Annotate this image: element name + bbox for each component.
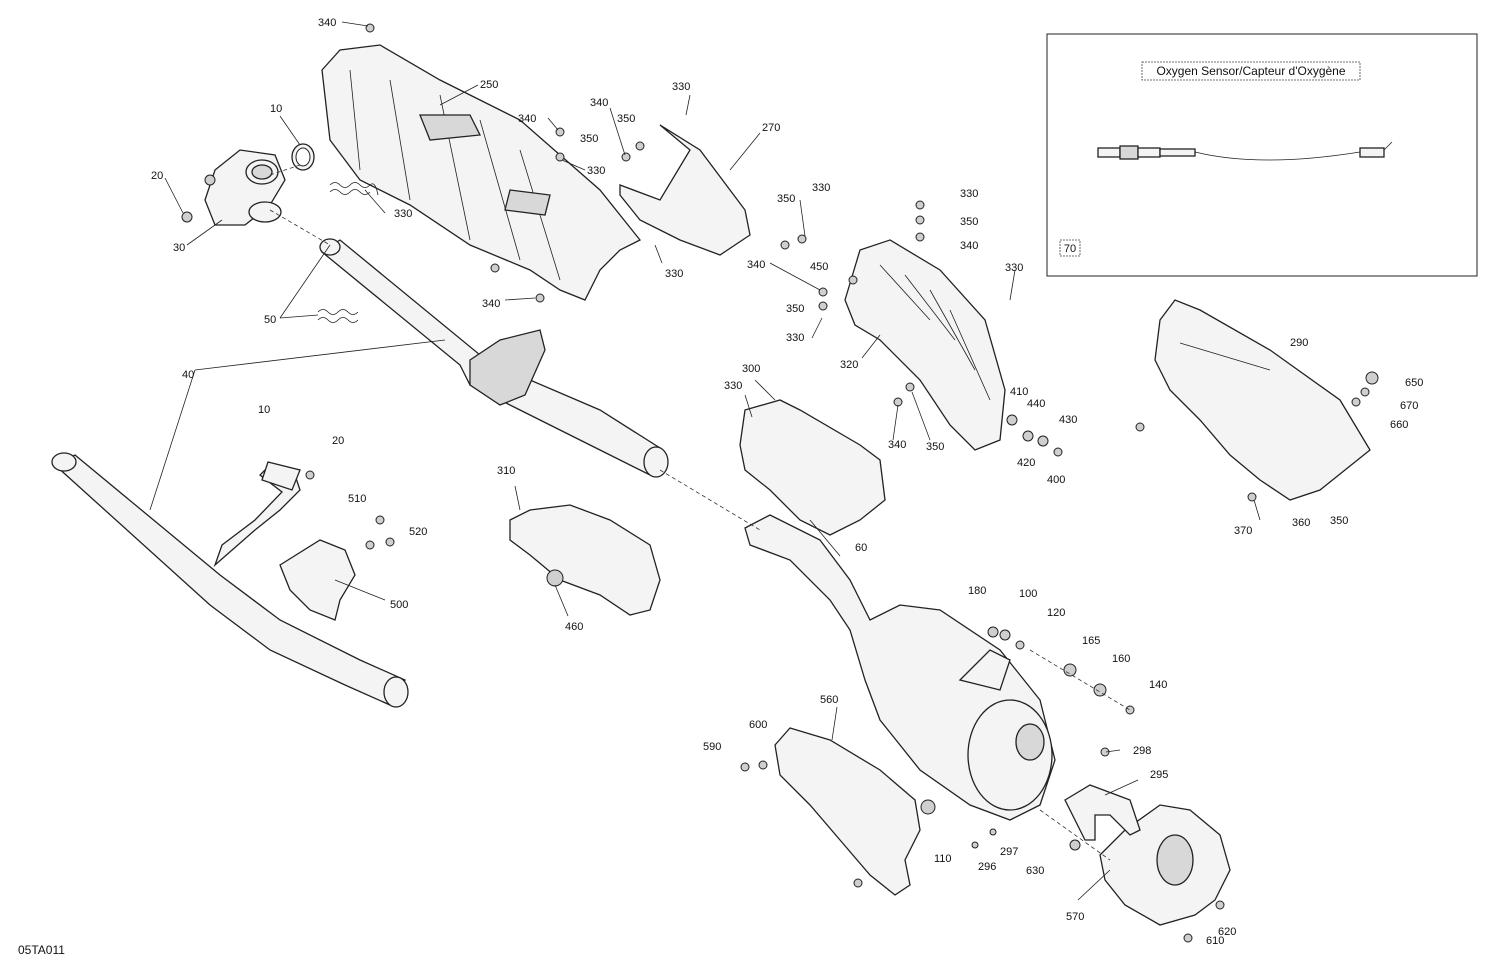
callout-670: 670: [1400, 400, 1418, 412]
leader-lines: [149, 21, 1271, 901]
callout-10: 10: [270, 103, 282, 115]
callout-430: 430: [1059, 414, 1077, 426]
heat-shield-290: [1154, 299, 1371, 501]
callout-350: 350: [926, 441, 944, 453]
bracket-295: [1064, 784, 1141, 841]
callout-10: 10: [258, 404, 270, 416]
callout-520: 520: [409, 526, 427, 538]
muffler: [744, 514, 1056, 821]
callout-340: 340: [318, 17, 336, 29]
callout-20: 20: [332, 435, 344, 447]
callout-560: 560: [820, 694, 838, 706]
callout-296: 296: [978, 861, 996, 873]
callout-500: 500: [390, 599, 408, 611]
callout-340: 340: [590, 97, 608, 109]
callout-310: 310: [497, 465, 515, 477]
callout-440: 440: [1027, 398, 1045, 410]
callout-100: 100: [1019, 588, 1037, 600]
callout-330: 330: [786, 332, 804, 344]
oxygen-sensor-inset: Oxygen Sensor/Capteur d'Oxygène 70: [1046, 33, 1478, 277]
callout-165: 165: [1082, 635, 1100, 647]
heat-shield-320: [844, 239, 1006, 451]
callout-180: 180: [968, 585, 986, 597]
callout-50: 50: [264, 314, 276, 326]
callout-410: 410: [1010, 386, 1028, 398]
callout-330: 330: [812, 182, 830, 194]
callout-320: 320: [840, 359, 858, 371]
inset-title: Oxygen Sensor/Capteur d'Oxygène: [1156, 64, 1345, 78]
callout-330: 330: [724, 380, 742, 392]
callout-120: 120: [1047, 607, 1065, 619]
callout-330: 330: [1005, 262, 1023, 274]
callout-610: 610: [1206, 935, 1224, 947]
callout-110: 110: [934, 853, 952, 865]
callout-400: 400: [1047, 474, 1065, 486]
heat-shield-310: [509, 504, 661, 616]
callout-160: 160: [1112, 653, 1130, 665]
callout-340: 340: [518, 113, 536, 125]
callout-330: 330: [394, 208, 412, 220]
callout-330: 330: [587, 165, 605, 177]
callout-340: 340: [747, 259, 765, 271]
callout-290: 290: [1290, 337, 1308, 349]
inset-ref-number: 70: [1064, 243, 1076, 255]
callout-330: 330: [665, 268, 683, 280]
callout-370: 370: [1234, 525, 1252, 537]
callout-590: 590: [703, 741, 721, 753]
callout-350: 350: [617, 113, 635, 125]
callout-270: 270: [762, 122, 780, 134]
callout-330: 330: [960, 188, 978, 200]
callout-298: 298: [1133, 745, 1151, 757]
exhaust-pipe-lower: [51, 452, 409, 708]
tailpipe-guard-570: [1099, 804, 1231, 926]
callout-350: 350: [786, 303, 804, 315]
callout-297: 297: [1000, 846, 1018, 858]
callout-660: 660: [1390, 419, 1408, 431]
hardware: [305, 23, 1379, 943]
callout-30: 30: [173, 242, 185, 254]
heat-shield-250: [321, 44, 642, 301]
callout-340: 340: [888, 439, 906, 451]
callout-300: 300: [742, 363, 760, 375]
callout-295: 295: [1150, 769, 1168, 781]
oxygen-sensor-drawing: [1097, 141, 1393, 161]
heat-shield-270: [619, 124, 751, 256]
callout-510: 510: [348, 493, 366, 505]
heat-shield-500: [279, 539, 356, 621]
callout-250: 250: [480, 79, 498, 91]
callout-650: 650: [1405, 377, 1423, 389]
callout-330: 330: [672, 81, 690, 93]
callout-60: 60: [855, 542, 867, 554]
callout-350: 350: [960, 216, 978, 228]
callout-620: 620: [1218, 926, 1236, 938]
callout-350: 350: [1330, 515, 1348, 527]
callout-140: 140: [1149, 679, 1167, 691]
heat-shield-300: [739, 399, 886, 536]
callout-360: 360: [1292, 517, 1310, 529]
callout-340: 340: [482, 298, 500, 310]
callout-350: 350: [580, 133, 598, 145]
callout-350: 350: [777, 193, 795, 205]
callout-20: 20: [151, 170, 163, 182]
callout-40: 40: [182, 369, 194, 381]
callout-570: 570: [1066, 911, 1084, 923]
callout-630: 630: [1026, 865, 1044, 877]
callout-420: 420: [1017, 457, 1035, 469]
alignment-lines: [269, 164, 1131, 861]
springs-50: [317, 182, 379, 323]
exhaust-flange-30: [181, 143, 315, 226]
callout-340: 340: [960, 240, 978, 252]
callout-600: 600: [749, 719, 767, 731]
muffler-cover-560: [774, 727, 921, 896]
diagram-code: 05TA011: [18, 943, 65, 957]
exhaust-pipe-upper: [319, 238, 669, 478]
callout-labels: 340 250 10 20 30 330 50 40 340 350 330 3…: [151, 17, 1423, 947]
callout-460: 460: [565, 621, 583, 633]
callout-450: 450: [810, 261, 828, 273]
